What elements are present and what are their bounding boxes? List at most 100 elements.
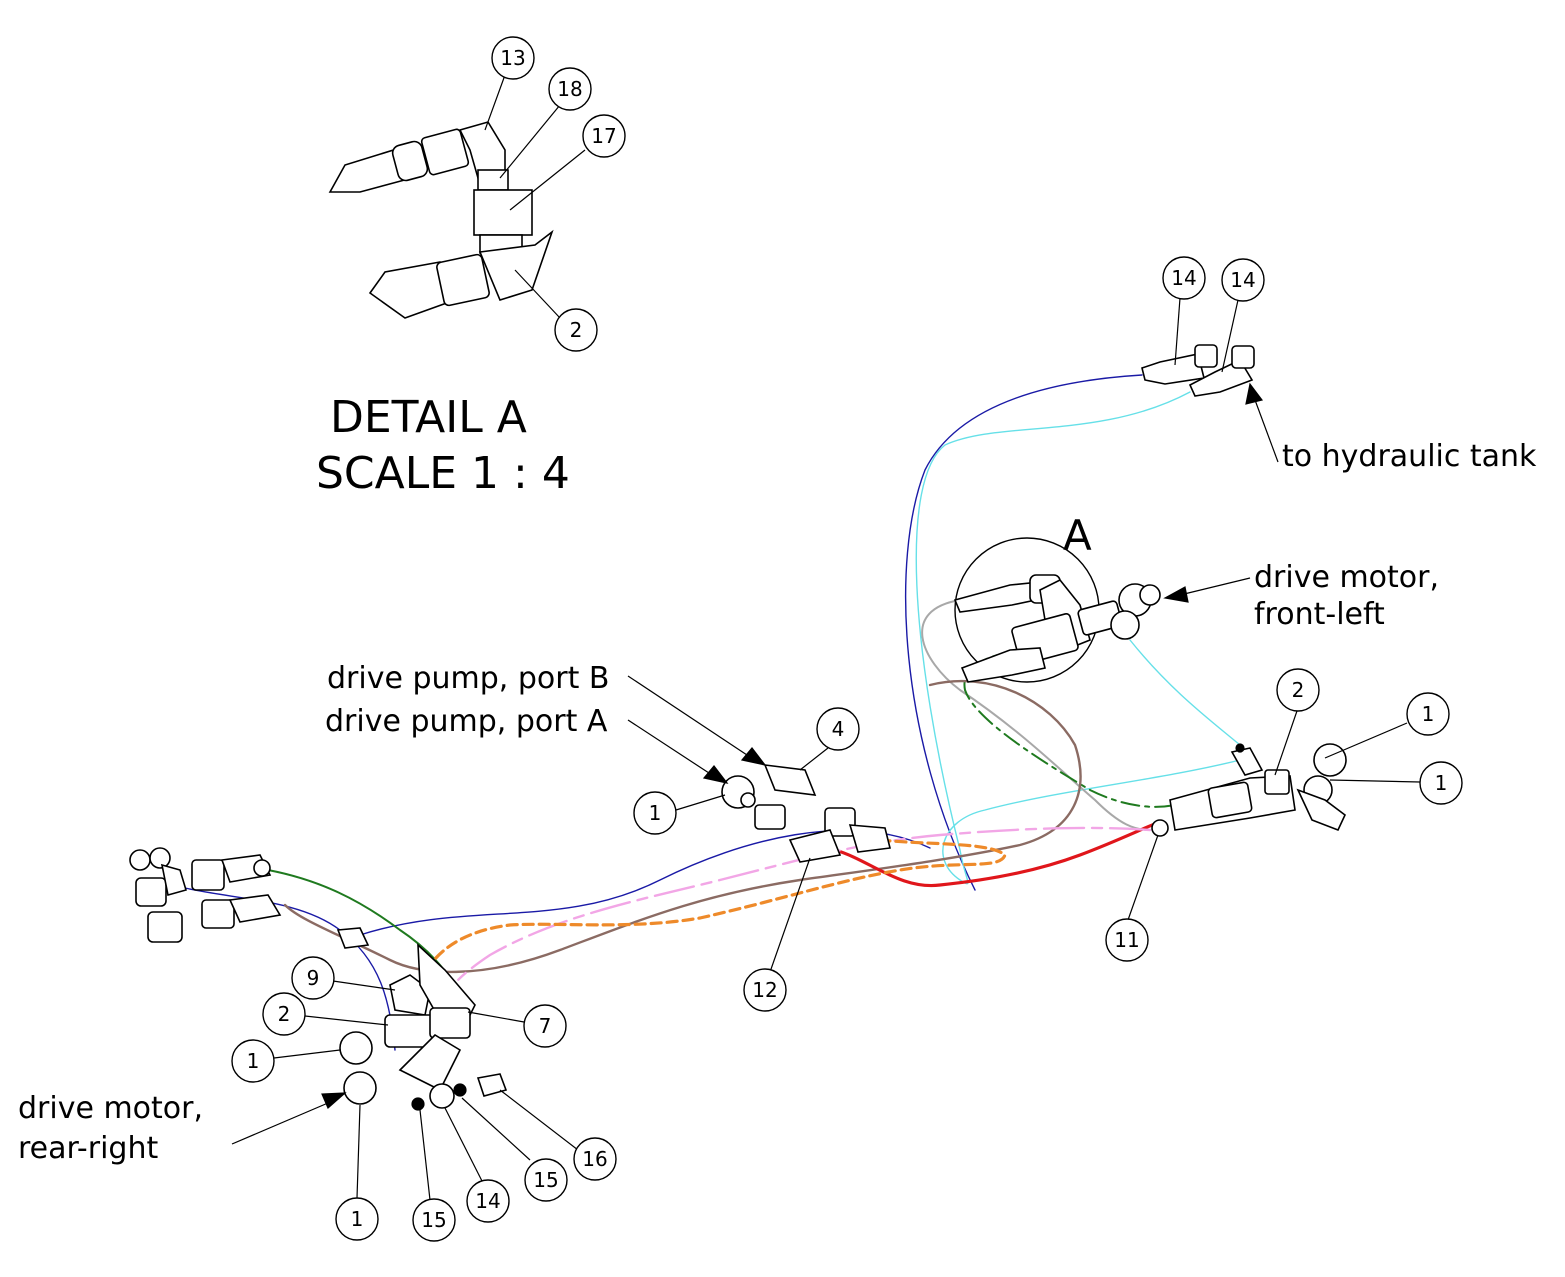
left-fitting-1-mid bbox=[339, 1031, 373, 1065]
left-seal-15b bbox=[453, 1083, 467, 1097]
balloon-2-detail: 2 bbox=[554, 308, 598, 352]
svg-text:1: 1 bbox=[1435, 771, 1448, 795]
balloon-15-left-b: 15 bbox=[524, 1158, 568, 1202]
leader-front-left bbox=[1179, 577, 1251, 596]
leader-14b bbox=[1221, 299, 1239, 373]
detail-valve-17 bbox=[473, 189, 533, 236]
tank-fitting-14b bbox=[1188, 358, 1254, 397]
detail-elbow-2 bbox=[478, 229, 554, 301]
svg-text:4: 4 bbox=[832, 717, 845, 741]
left-fitting-14 bbox=[429, 1083, 455, 1109]
balloon-4-center: 4 bbox=[816, 707, 860, 751]
balloon-11-right: 11 bbox=[1105, 918, 1149, 962]
svg-text:16: 16 bbox=[582, 1147, 607, 1171]
balloon-14-left: 14 bbox=[466, 1179, 510, 1223]
balloon-14-tank-b: 14 bbox=[1221, 258, 1265, 302]
leader-port-a bbox=[627, 719, 713, 776]
left-adapter bbox=[429, 1007, 471, 1039]
svg-text:13: 13 bbox=[500, 46, 525, 70]
detail-a-marker: A bbox=[1063, 511, 1092, 560]
svg-text:1: 1 bbox=[351, 1207, 364, 1231]
leader-7-left bbox=[467, 1011, 525, 1023]
tank-fitting-14b-nut bbox=[1231, 345, 1255, 369]
leader-18-detail bbox=[499, 104, 561, 179]
callout-lower-hose bbox=[960, 647, 1046, 683]
right-valve-nut bbox=[1207, 781, 1253, 819]
balloon-16-left: 16 bbox=[573, 1137, 617, 1181]
left-nut-lower bbox=[201, 899, 235, 929]
svg-text:7: 7 bbox=[539, 1014, 552, 1038]
svg-text:11: 11 bbox=[1114, 928, 1139, 952]
leader-port-b bbox=[627, 675, 751, 758]
leader-14a bbox=[1174, 297, 1181, 366]
hose-pink bbox=[438, 826, 1152, 1012]
callout-motor-fitting-c bbox=[1139, 584, 1161, 606]
leader-1-center bbox=[675, 794, 726, 811]
svg-text:18: 18 bbox=[557, 77, 582, 101]
balloon-17-detail: 17 bbox=[582, 114, 626, 158]
right-adapter-2 bbox=[1264, 769, 1290, 795]
center-fitting-1-bore bbox=[740, 792, 756, 808]
svg-text:14: 14 bbox=[1230, 268, 1255, 292]
leader-2-detail bbox=[514, 269, 561, 319]
leader-15-left-a bbox=[419, 1109, 431, 1201]
left-assembly-lower bbox=[339, 943, 508, 1111]
label-rear-right-line1: drive motor, bbox=[18, 1091, 203, 1126]
center-hose-end bbox=[848, 824, 891, 853]
svg-text:2: 2 bbox=[570, 318, 583, 342]
tank-fittings bbox=[1141, 344, 1255, 397]
right-tee-plug bbox=[1235, 743, 1245, 753]
svg-text:1: 1 bbox=[1422, 702, 1435, 726]
balloon-1-left-bottom: 1 bbox=[335, 1197, 379, 1241]
balloon-18-detail: 18 bbox=[548, 67, 592, 111]
leader-17-detail bbox=[509, 149, 586, 211]
svg-text:2: 2 bbox=[278, 1002, 291, 1026]
arrow-to-tank bbox=[1245, 382, 1264, 405]
detail-scale: SCALE 1 : 4 bbox=[316, 448, 570, 499]
label-front-left-line1: drive motor, bbox=[1254, 560, 1439, 595]
balloon-7-left: 7 bbox=[523, 1004, 567, 1048]
left-fitting-1-bottom bbox=[343, 1071, 377, 1105]
center-fitting-4 bbox=[763, 764, 817, 796]
label-to-hydraulic-tank: to hydraulic tank bbox=[1282, 439, 1537, 474]
balloon-15-left-a: 15 bbox=[412, 1198, 456, 1242]
leader-13-detail bbox=[484, 74, 506, 131]
left-top-fitting-b bbox=[149, 847, 171, 869]
balloon-1-left-mid: 1 bbox=[231, 1039, 275, 1083]
hose-gray bbox=[921, 599, 1151, 831]
left-elbow-lower bbox=[398, 1033, 462, 1092]
svg-text:1: 1 bbox=[247, 1049, 260, 1073]
tank-fitting-14a-nut bbox=[1194, 344, 1218, 368]
left-fitting-lower bbox=[147, 911, 183, 943]
right-tee-fitting bbox=[1230, 747, 1264, 776]
leader-1-left-mid bbox=[273, 1049, 341, 1059]
label-front-left-line2: front-left bbox=[1254, 597, 1385, 632]
label-drive-pump-port-b: drive pump, port B bbox=[327, 661, 609, 696]
right-fitting-1a bbox=[1313, 743, 1347, 777]
detail-upper-hose-collar bbox=[391, 140, 429, 182]
balloon-12-center: 12 bbox=[743, 968, 787, 1012]
hose-cyan bbox=[915, 391, 1241, 885]
leader-14-left bbox=[444, 1107, 483, 1182]
svg-text:1: 1 bbox=[649, 801, 662, 825]
svg-text:17: 17 bbox=[591, 124, 616, 148]
left-elbow bbox=[160, 863, 188, 897]
left-hose-end-upper-cap bbox=[253, 859, 271, 877]
svg-text:15: 15 bbox=[421, 1208, 446, 1232]
right-assembly bbox=[1151, 743, 1347, 837]
left-assembly-upper bbox=[129, 847, 370, 949]
left-tee-body bbox=[135, 877, 167, 907]
balloon-13-detail: 13 bbox=[491, 36, 535, 80]
leader-to-tank bbox=[1254, 399, 1279, 463]
leader-2-left bbox=[304, 1015, 389, 1026]
balloon-1-right-bottom: 1 bbox=[1419, 761, 1463, 805]
right-elbow-lower bbox=[1296, 788, 1346, 832]
center-fitting-12 bbox=[788, 829, 842, 863]
center-assembly bbox=[721, 764, 891, 863]
left-nut-upper bbox=[191, 859, 225, 891]
arrow-rear-right bbox=[321, 1092, 347, 1109]
svg-text:15: 15 bbox=[533, 1168, 558, 1192]
leader-4-center bbox=[799, 747, 829, 771]
balloon-14-tank-a: 14 bbox=[1162, 256, 1206, 300]
